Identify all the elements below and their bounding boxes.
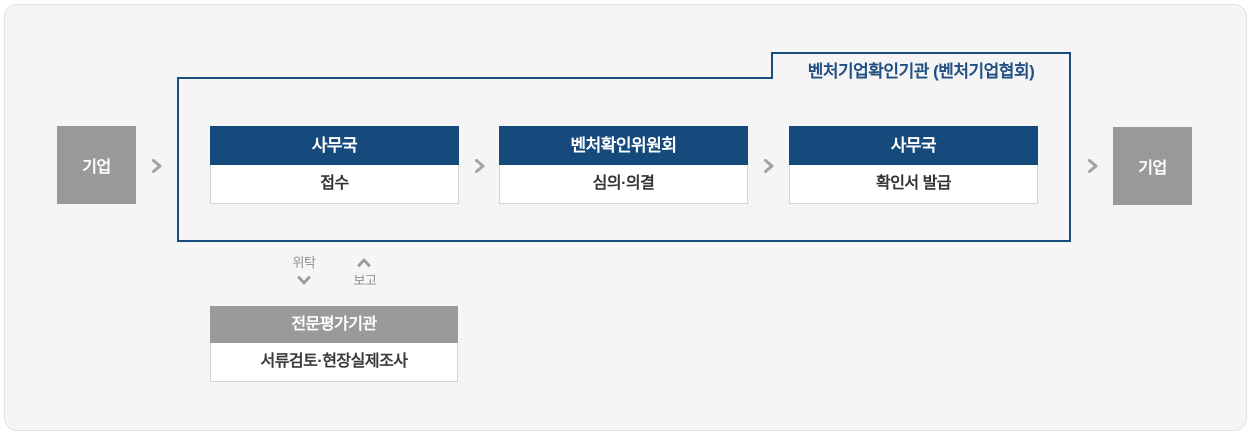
authority-group-label: 벤처기업확인기관 (벤처기업협회) — [807, 62, 1035, 81]
step-org-label: 사무국 — [789, 126, 1038, 165]
step-action-label: 심의·의결 — [499, 165, 748, 204]
company-right-label: 기업 — [1138, 160, 1167, 177]
step-box-issuance: 사무국 확인서 발급 — [789, 126, 1038, 204]
delegate-label: 위탁 — [292, 255, 316, 270]
chevron-down-icon — [297, 276, 311, 285]
chevron-right-icon — [475, 159, 485, 173]
step-action-label: 확인서 발급 — [789, 165, 1038, 204]
company-box-left: 기업 — [57, 126, 136, 204]
step-org-label: 벤처확인위원회 — [499, 126, 748, 165]
evaluator-box: 전문평가기관 서류검토·현장실제조사 — [210, 306, 458, 382]
company-box-right: 기업 — [1113, 127, 1192, 205]
step-box-committee: 벤처확인위원회 심의·의결 — [499, 126, 748, 204]
chevron-up-icon — [357, 258, 371, 267]
chevron-right-icon — [764, 159, 774, 173]
company-left-label: 기업 — [82, 159, 111, 176]
step-action-label: 접수 — [210, 165, 459, 204]
chevron-right-icon — [1088, 159, 1098, 173]
chevron-right-icon — [152, 159, 162, 173]
evaluator-action-label: 서류검토·현장실제조사 — [210, 343, 458, 382]
evaluator-org-label: 전문평가기관 — [210, 306, 458, 343]
step-org-label: 사무국 — [210, 126, 459, 165]
step-box-receipt: 사무국 접수 — [210, 126, 459, 204]
report-label: 보고 — [353, 273, 377, 288]
